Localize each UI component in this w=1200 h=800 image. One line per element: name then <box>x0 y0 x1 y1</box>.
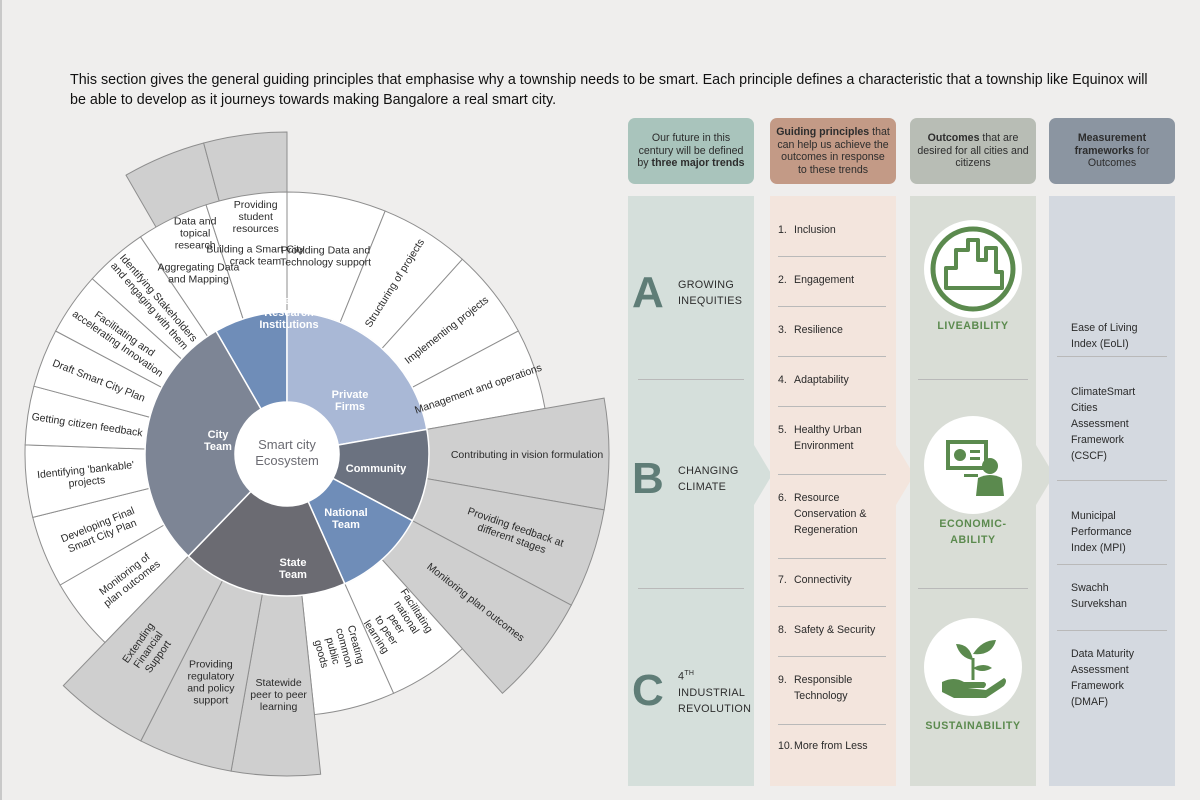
outer-label: Contributing in vision formulation <box>451 449 603 461</box>
divider <box>778 356 886 357</box>
divider <box>778 724 886 725</box>
trend-letter: C <box>632 666 664 716</box>
left-edge-line <box>0 0 2 800</box>
divider <box>778 406 886 407</box>
divider <box>1057 356 1167 357</box>
principles-header: Guiding principles that can help us achi… <box>770 118 896 184</box>
divider <box>778 306 886 307</box>
intro-paragraph: This section gives the general guiding p… <box>70 72 1148 108</box>
trend-letter: B <box>632 454 664 503</box>
outcome-economic-ability: ECONOMIC-ABILITY <box>939 518 1007 546</box>
divider <box>778 474 886 475</box>
trend-letter: A <box>632 268 664 317</box>
arrow-chevron-icon <box>754 445 772 505</box>
divider <box>778 558 886 559</box>
divider <box>918 379 1028 380</box>
principle-item: 8.Safety & Security <box>778 624 876 636</box>
outcomes-body: LIVEABILITY ECONOMIC-ABILITY <box>910 196 1036 786</box>
principles-body: 1.Inclusion 2.Engagement 3.Resilience 4.Ada… <box>770 196 896 786</box>
arrow-chevron-icon <box>1036 445 1054 505</box>
trends-header: Our future in this century will be defin… <box>628 118 754 184</box>
divider <box>778 656 886 657</box>
divider <box>1057 480 1167 481</box>
divider <box>1057 564 1167 565</box>
ecosystem-center <box>235 402 339 506</box>
presenter-chart-icon <box>924 416 1022 514</box>
outcome-liveability: LIVEABILITY <box>937 320 1009 332</box>
divider <box>638 588 744 589</box>
principle-item: 1.Inclusion <box>778 224 836 236</box>
plant-in-hand-icon <box>924 618 1022 716</box>
divider <box>778 256 886 257</box>
principle-item: 4.Adaptability <box>778 374 849 386</box>
outcomes-header: Outcomes that are desired for all cities… <box>910 118 1036 184</box>
city-skyline-icon <box>924 220 1022 318</box>
divider <box>638 379 744 380</box>
principle-item: 3.Resilience <box>778 324 843 336</box>
divider <box>918 588 1028 589</box>
principle-item: 7.Connectivity <box>778 574 852 586</box>
outcome-sustainability: SUSTAINABILITY <box>925 720 1021 732</box>
measurement-header: Measurement frameworks for Outcomes <box>1049 118 1175 184</box>
arrow-chevron-icon <box>896 445 914 505</box>
sector-label: Community <box>346 463 407 475</box>
divider <box>778 606 886 607</box>
principle-item: 10.More from Less <box>778 740 868 752</box>
divider <box>1057 630 1167 631</box>
principle-item: 2.Engagement <box>778 274 855 286</box>
